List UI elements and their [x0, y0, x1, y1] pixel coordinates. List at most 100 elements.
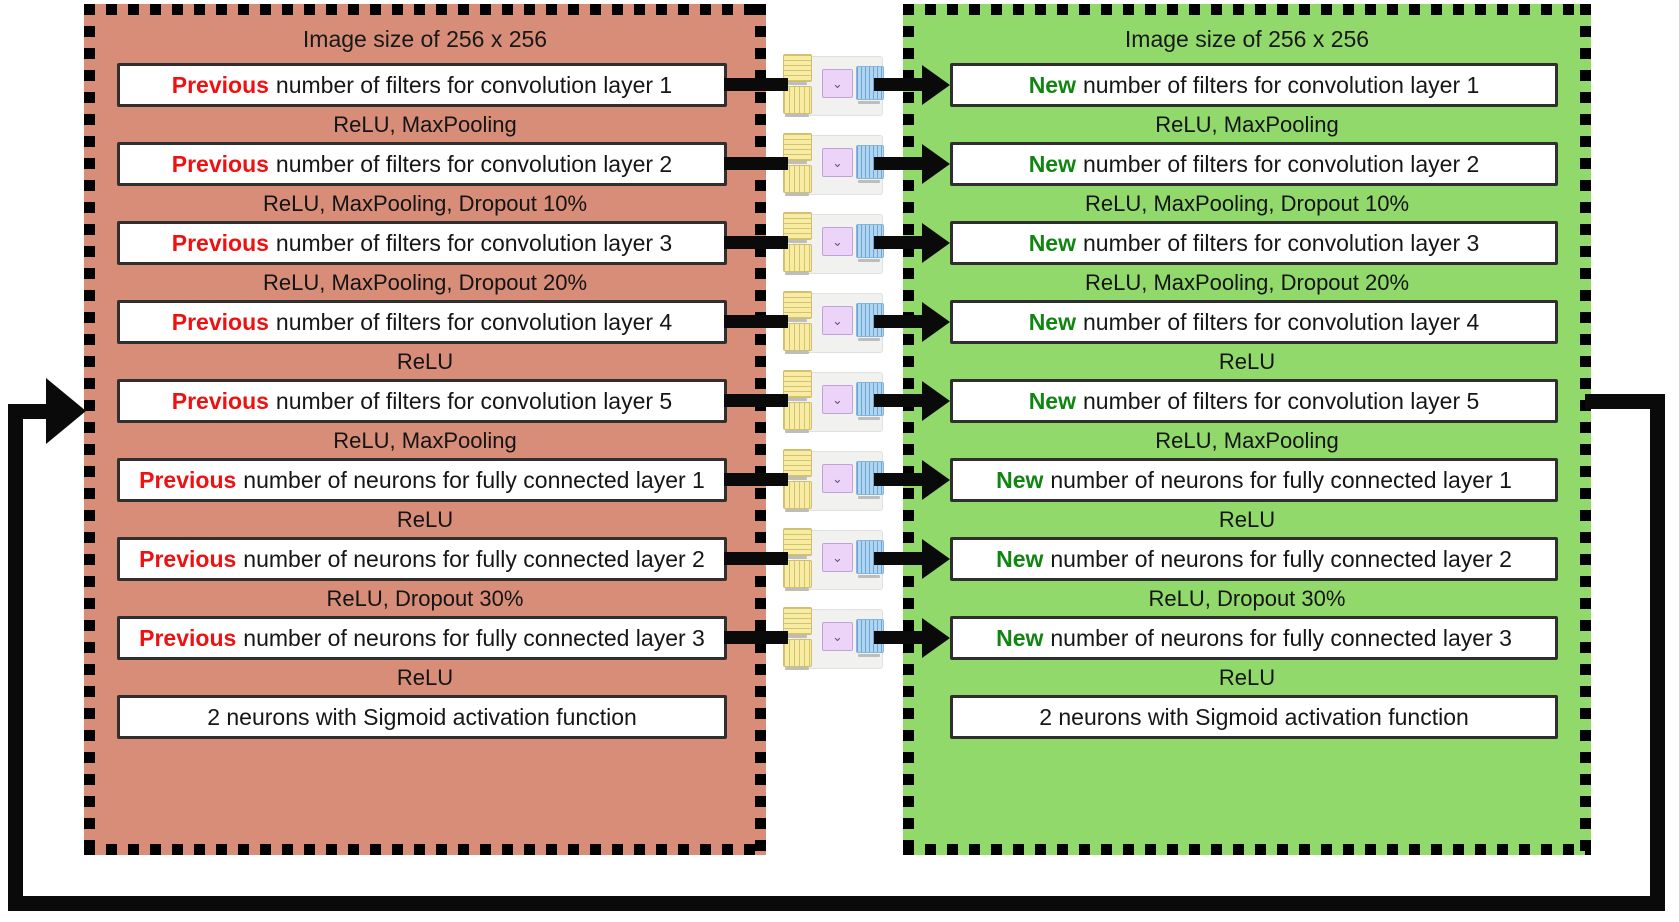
chevron-down-icon: ⌄ — [832, 392, 843, 407]
chevron-down-icon: ⌄ — [832, 76, 843, 91]
chevron-down-icon: ⌄ — [832, 234, 843, 249]
new-keyword: New — [996, 466, 1044, 493]
operation-window-icon: ⌄ — [822, 148, 853, 177]
previous-keyword: Previous — [171, 308, 269, 335]
dashed-border — [903, 844, 1591, 855]
connector-line — [724, 394, 788, 407]
activation-label: ReLU, MaxPooling — [1155, 112, 1339, 137]
new-keyword: New — [996, 545, 1044, 572]
previous-keyword: Previous — [171, 71, 269, 98]
right-arrow-icon — [874, 460, 950, 500]
feedback-line-bottom — [8, 896, 1665, 911]
box-label: number of filters for convolution layer … — [1082, 150, 1480, 177]
box-label: number of filters for convolution layer … — [275, 71, 673, 98]
activation-label: ReLU — [1218, 507, 1276, 532]
caption-bar — [785, 272, 809, 275]
box-label: number of filters for convolution layer … — [275, 150, 673, 177]
new-output-box: 2 neurons with Sigmoid activation functi… — [950, 695, 1558, 739]
chevron-down-icon: ⌄ — [832, 629, 843, 644]
box-label: number of filters for convolution layer … — [275, 229, 673, 256]
connector-line — [724, 236, 788, 249]
activation-label: ReLU, Dropout 30% — [326, 586, 524, 611]
activation-label: ReLU — [396, 349, 454, 374]
activation-label: ReLU, MaxPooling, Dropout 20% — [1084, 270, 1410, 295]
right-arrow-icon — [874, 223, 950, 263]
activation-label: ReLU, MaxPooling — [333, 112, 517, 137]
input-file-icon — [783, 607, 812, 635]
box-label: number of neurons for fully connected la… — [1050, 624, 1512, 651]
activation-label: ReLU, MaxPooling — [333, 428, 517, 453]
dashed-border — [903, 4, 914, 855]
box-label: number of filters for convolution layer … — [1082, 387, 1480, 414]
caption-bar — [858, 575, 880, 578]
connector-line — [724, 78, 788, 91]
box-label: number of filters for convolution layer … — [275, 308, 673, 335]
previous-keyword: Previous — [139, 466, 237, 493]
dashed-border — [755, 4, 766, 855]
operation-window-icon: ⌄ — [822, 227, 853, 256]
mutation-icons-group: ⌄ — [783, 132, 884, 196]
operation-window-icon: ⌄ — [822, 385, 853, 414]
dashed-border — [84, 4, 766, 15]
input-file-icon — [783, 133, 812, 161]
dashed-border — [84, 844, 766, 855]
chevron-down-icon: ⌄ — [832, 550, 843, 565]
caption-bar — [785, 588, 809, 591]
caption-bar — [786, 477, 807, 480]
operation-window-icon: ⌄ — [822, 306, 853, 335]
activation-label: ReLU, MaxPooling, Dropout 10% — [262, 191, 588, 216]
connector-line — [724, 552, 788, 565]
feedback-arrowhead-icon — [46, 378, 86, 444]
box-label: 2 neurons with Sigmoid activation functi… — [1039, 703, 1469, 730]
new-keyword: New — [1028, 150, 1076, 177]
caption-bar — [786, 398, 807, 401]
chevron-down-icon: ⌄ — [832, 471, 843, 486]
right-arrow-icon — [874, 618, 950, 658]
new-keyword: New — [996, 624, 1044, 651]
input-file-icon — [783, 54, 812, 82]
previous-keyword: Previous — [139, 545, 237, 572]
activation-label: ReLU, Dropout 30% — [1148, 586, 1346, 611]
caption-bar — [786, 556, 807, 559]
mutation-icons-group: ⌄ — [783, 369, 884, 433]
activation-label: ReLU — [396, 507, 454, 532]
box-label: number of neurons for fully connected la… — [243, 624, 705, 651]
new-keyword: New — [1028, 308, 1076, 335]
connector-line — [724, 315, 788, 328]
feedback-line-left-stub — [8, 404, 48, 419]
operation-window-icon: ⌄ — [822, 464, 853, 493]
caption-bar — [786, 161, 807, 164]
activation-label: ReLU — [1218, 349, 1276, 374]
caption-bar — [786, 635, 807, 638]
box-label: number of filters for convolution layer … — [1082, 71, 1480, 98]
mutation-icons-group: ⌄ — [783, 53, 884, 117]
new-keyword: New — [1028, 387, 1076, 414]
dashed-border — [903, 4, 1591, 15]
box-label: number of filters for convolution layer … — [1082, 229, 1480, 256]
output-table-icon — [856, 540, 884, 574]
feedback-line-right-horizontal — [1585, 394, 1665, 409]
right-arrow-icon — [874, 539, 950, 579]
right-arrow-icon — [874, 302, 950, 342]
input-file-icon — [783, 370, 812, 398]
mutation-icons-group: ⌄ — [783, 211, 884, 275]
caption-bar — [786, 319, 807, 322]
input-file-icon — [783, 449, 812, 477]
output-table-icon — [856, 66, 884, 100]
previous-keyword: Previous — [171, 150, 269, 177]
caption-bar — [785, 351, 809, 354]
